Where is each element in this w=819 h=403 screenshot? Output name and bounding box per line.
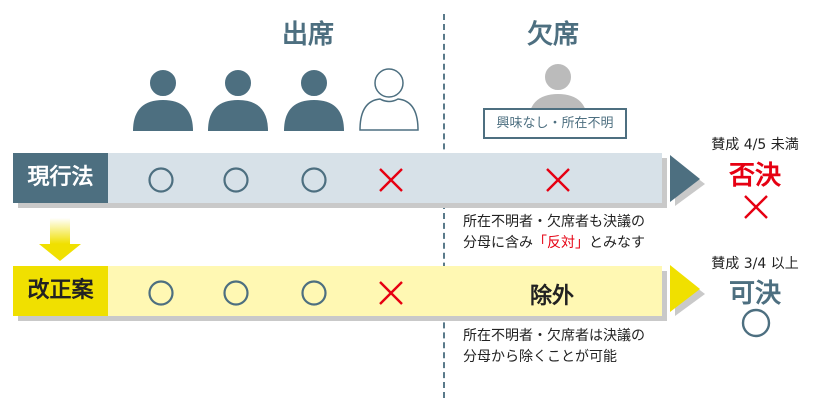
cross-mark-icon	[744, 195, 768, 219]
person-icon	[208, 68, 268, 131]
circle-mark-icon	[223, 167, 249, 193]
person-icon	[133, 68, 193, 131]
cross-mark-icon	[546, 168, 570, 192]
circle-mark-icon	[741, 308, 771, 338]
absent-label: 興味なし・所在不明	[483, 108, 627, 139]
note-emphasis: 「反対」	[533, 235, 589, 251]
note-amendment: 所在不明者・欠席者は決議の 分母から除くことが可能	[463, 326, 645, 368]
header-absent: 欠席	[526, 20, 580, 50]
amendment-label: 改正案	[13, 266, 108, 316]
result-approved: 可決	[728, 279, 782, 309]
note-text: とみなす	[589, 235, 645, 251]
note-line: 分母から除くことが可能	[463, 349, 617, 365]
condition-amendment: 賛成 3/4 以上	[711, 256, 799, 272]
circle-mark-icon	[223, 280, 249, 306]
arrow-right-icon	[670, 155, 705, 206]
note-line: 所在不明者・欠席者も決議の	[463, 214, 645, 230]
current-law-bar	[108, 153, 662, 203]
cross-mark-icon	[379, 281, 403, 305]
circle-mark-icon	[148, 280, 174, 306]
person-icon	[284, 68, 344, 131]
excluded-text: 除外	[529, 284, 575, 309]
result-rejected: 否決	[728, 161, 782, 191]
arrow-down-icon	[39, 218, 81, 261]
cross-mark-icon	[379, 168, 403, 192]
note-line: 所在不明者・欠席者は決議の	[463, 328, 645, 344]
note-line: 分母に含み「反対」とみなす	[463, 233, 645, 254]
circle-mark-icon	[148, 167, 174, 193]
condition-current: 賛成 4/5 未満	[711, 137, 799, 153]
current-law-label: 現行法	[13, 153, 108, 203]
amendment-bar	[108, 266, 662, 316]
arrow-right-icon	[670, 265, 705, 316]
header-present: 出席	[281, 20, 335, 50]
circle-mark-icon	[301, 280, 327, 306]
note-text: 分母に含み	[463, 235, 533, 251]
note-current: 所在不明者・欠席者も決議の 分母に含み「反対」とみなす	[463, 212, 645, 254]
person-outline-icon	[359, 68, 419, 131]
circle-mark-icon	[301, 167, 327, 193]
